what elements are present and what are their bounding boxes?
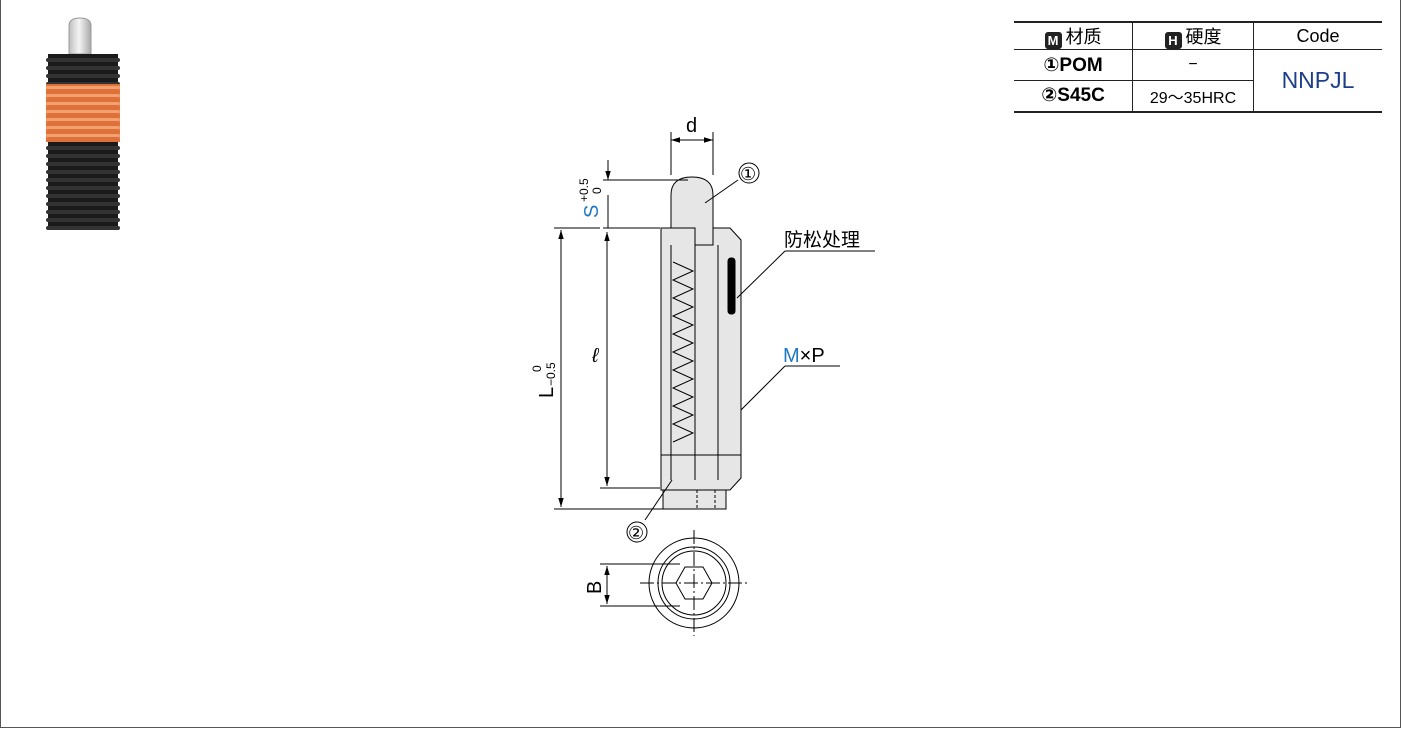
anti-loose-label: 防松处理 bbox=[784, 229, 860, 251]
plunger-body bbox=[660, 227, 742, 491]
dim-l-tol-upper: 0 bbox=[530, 365, 544, 372]
dim-l-label: L bbox=[536, 387, 558, 398]
dim-ell-label: ℓ bbox=[591, 345, 600, 367]
callout-1: ① bbox=[740, 164, 756, 184]
spring bbox=[671, 261, 695, 443]
material-badge-icon: M bbox=[1044, 32, 1062, 49]
dim-s-label: S bbox=[581, 205, 603, 218]
dim-l-tol-lower: −0.5 bbox=[544, 362, 558, 386]
row-2-hardness: 29～35HRC bbox=[1132, 80, 1254, 112]
dim-s-tol-upper: +0.5 bbox=[577, 178, 591, 202]
row-1-hardness: − bbox=[1132, 49, 1254, 81]
row-1-material: ①POM bbox=[1043, 54, 1103, 76]
anti-loose-patch bbox=[727, 257, 736, 315]
code-cell: NNPJL bbox=[1253, 49, 1382, 112]
header-code: Code bbox=[1253, 22, 1382, 50]
product-photo bbox=[46, 17, 120, 230]
thread-label: M×P bbox=[783, 345, 825, 367]
dim-b-label: B bbox=[584, 581, 606, 594]
dim-s-tol-lower: 0 bbox=[590, 187, 604, 194]
callout-2: ② bbox=[628, 523, 644, 543]
hardness-badge-icon: H bbox=[1164, 32, 1182, 49]
row-2-material: ②S45C bbox=[1041, 85, 1105, 107]
dim-d-label: d bbox=[686, 115, 697, 137]
